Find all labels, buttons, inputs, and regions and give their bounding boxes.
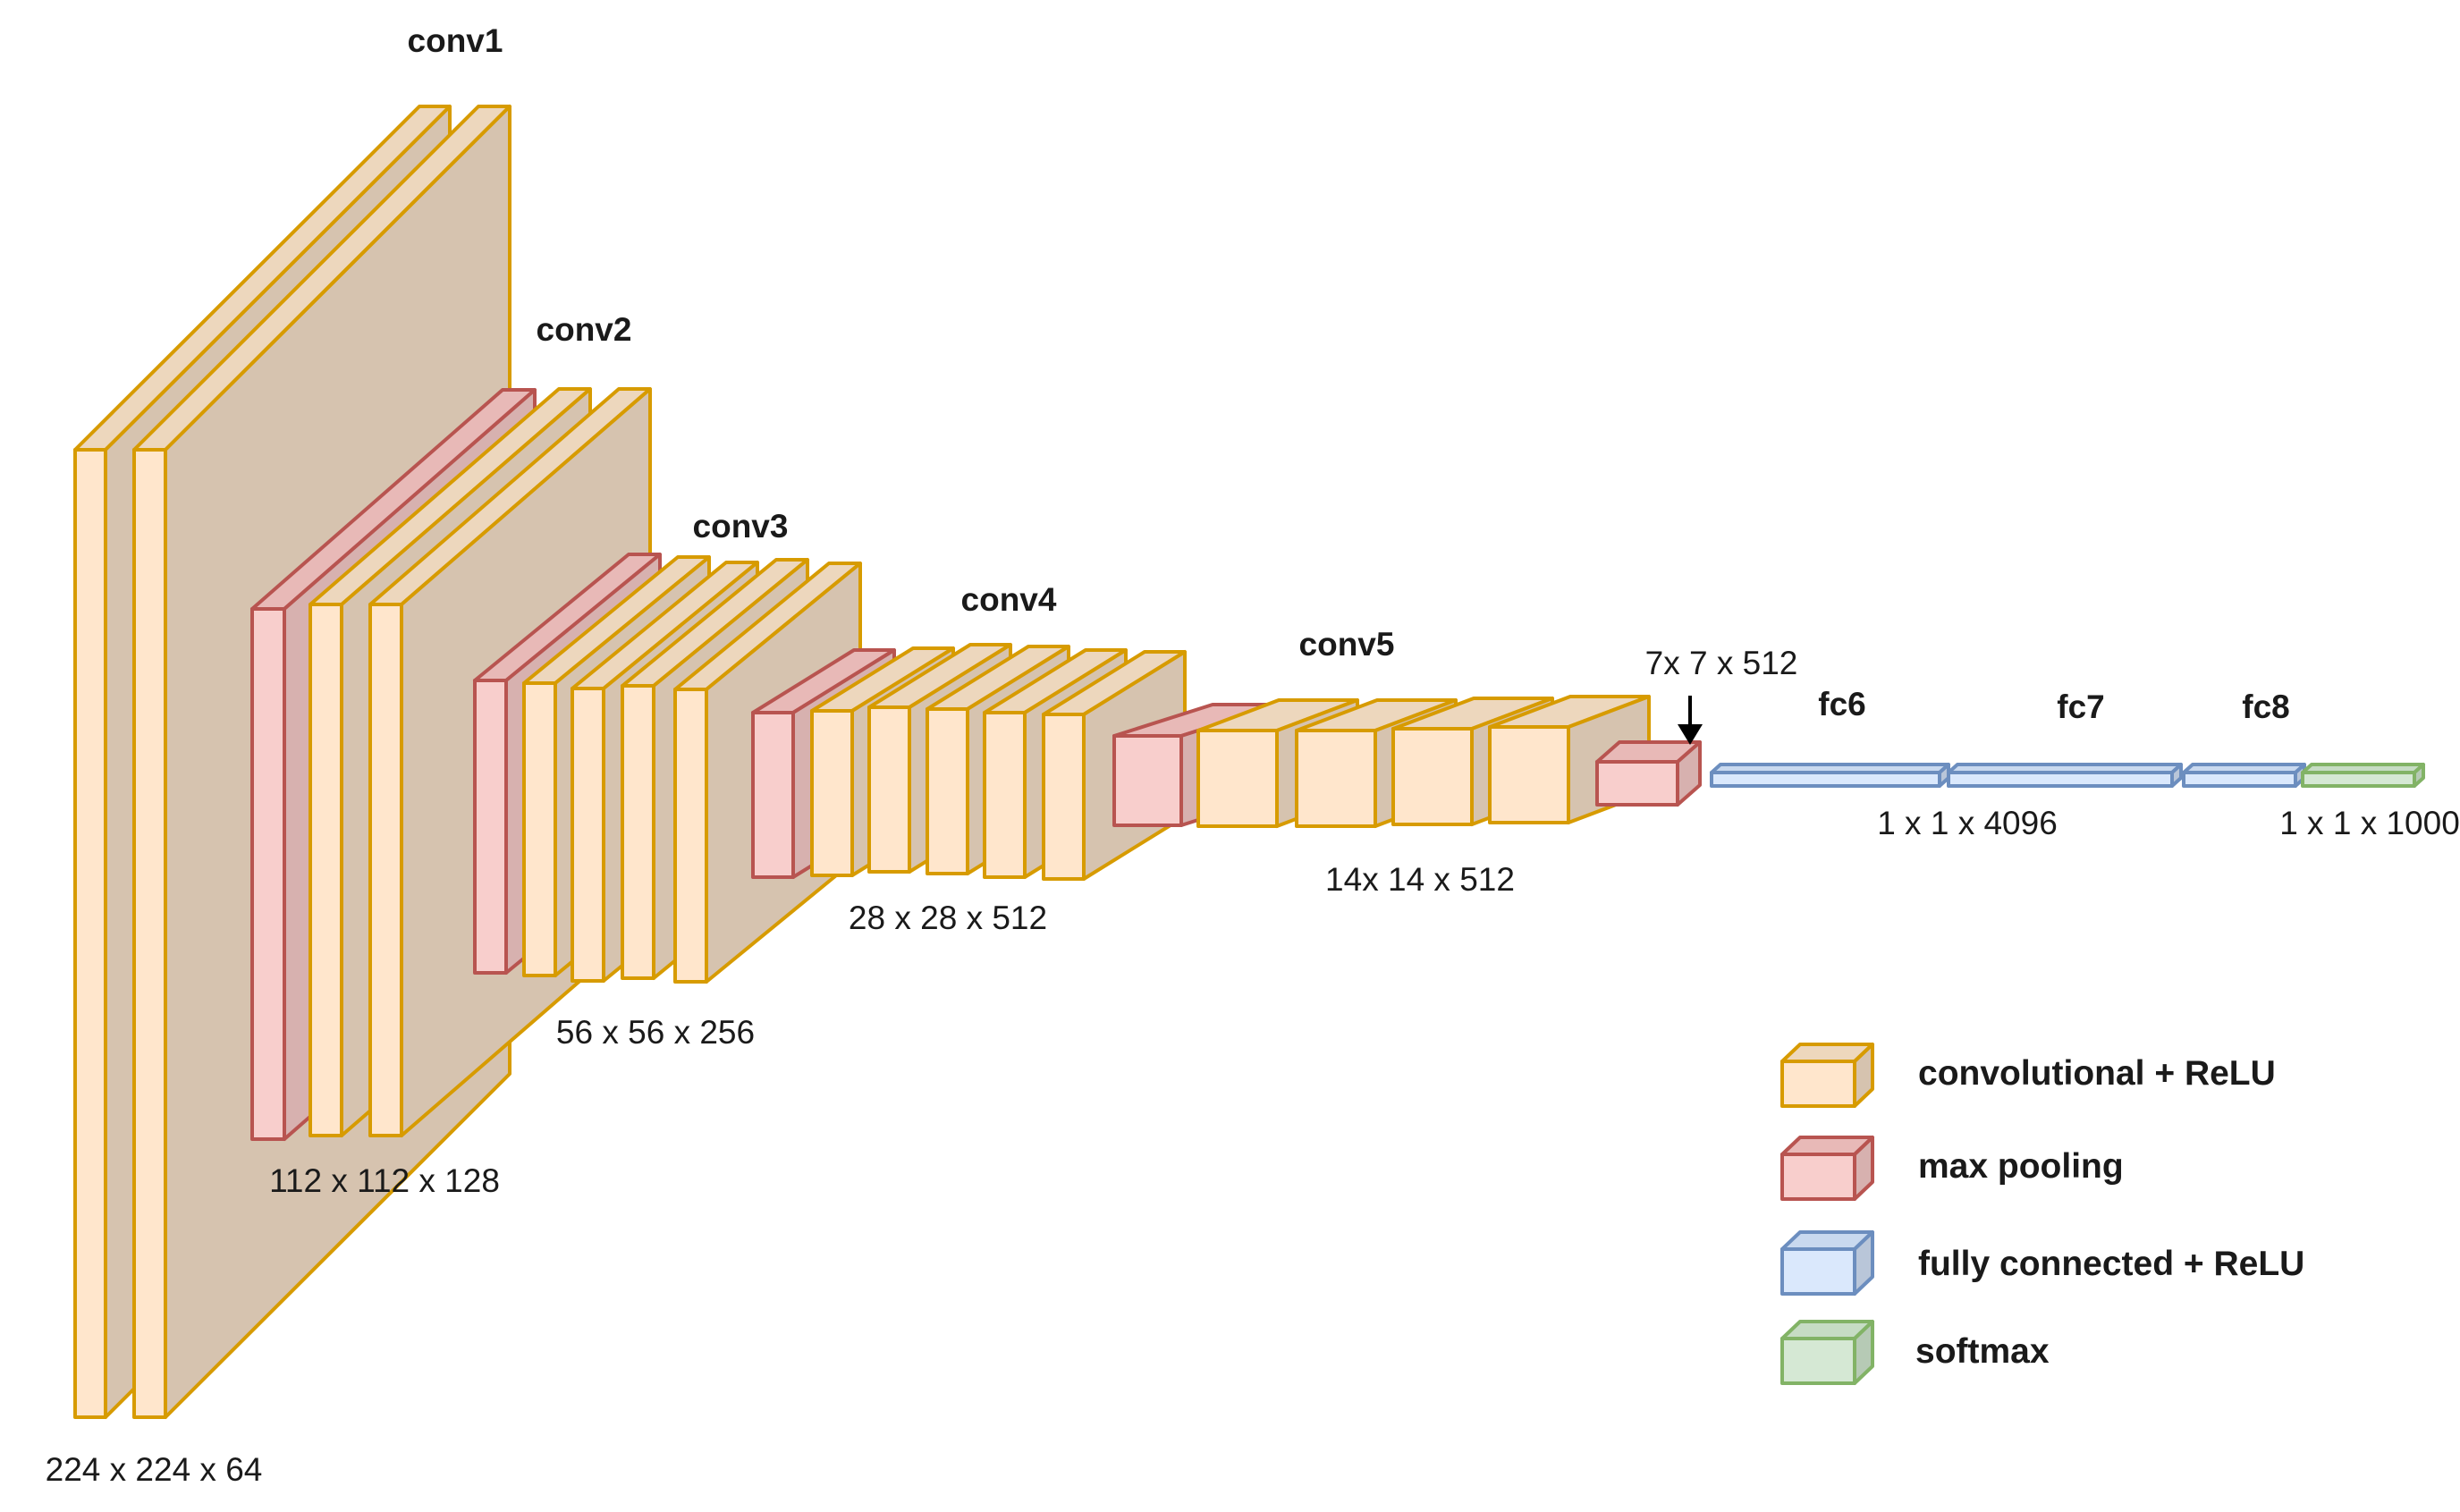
conv1-block-1-front [73,448,107,1419]
softmax-block [2301,763,2425,788]
dim-224x224x64: 224 x 224 x 64 [45,1451,263,1488]
conv4-block-1-front [810,709,854,877]
label-conv5: conv5 [1298,626,1395,663]
label-conv4: conv4 [960,581,1057,618]
conv3-block-4-front [673,688,708,984]
dim-7x7x512: 7x 7 x 512 [1644,645,1798,681]
conv2-block-2-front [368,603,403,1137]
pool5-block-front [1595,760,1679,807]
dim-14x14x512: 14x 14 x 512 [1325,861,1515,898]
pool1-block-front [250,607,286,1141]
dim-1x1x4096: 1 x 1 x 4096 [1877,805,2058,841]
label-conv2: conv2 [536,311,632,348]
label-conv1: conv1 [407,22,503,59]
legend-label-pool: max pooling [1918,1147,2124,1186]
fc7-block-front [1947,771,2174,788]
label-fc6: fc6 [1818,686,1866,722]
legend-swatch-softmax-front [1780,1337,1856,1385]
conv3-block-3-front [621,684,655,980]
softmax-block-front [2301,771,2416,788]
label-fc7: fc7 [2057,688,2105,725]
fc8-block-front [2182,771,2297,788]
fc6-block-front [1710,771,1941,788]
conv5-block-4-front [1488,725,1570,824]
legend-label-softmax: softmax [1915,1332,2050,1371]
legend-swatch-fc-front [1780,1247,1856,1296]
legend-swatch-fc [1780,1230,1874,1296]
pool5-pointer-arrow [1678,696,1703,745]
fc7-block [1947,763,2183,788]
conv1-block-2-front [132,448,167,1419]
pool3-block-front [751,711,795,879]
conv4-block-5-front [1042,713,1086,881]
legend-label-conv: convolutional + ReLU [1918,1054,2276,1093]
legend-swatch-conv [1780,1043,1874,1108]
pool4-block-front [1112,734,1183,827]
conv4-block-3-front [926,707,969,875]
conv5-block-3-front [1391,727,1474,826]
dim-1x1x1000: 1 x 1 x 1000 [2279,805,2460,841]
pool2-block-front [473,679,508,975]
label-fc8: fc8 [2242,688,2290,725]
legend-swatch-pool [1780,1136,1874,1201]
legend-swatch-conv-front [1780,1060,1856,1108]
conv3-block-2-front [571,687,605,983]
conv4-block-4-front [983,711,1027,879]
arrow-head [1678,724,1703,745]
dim-56x56x256: 56 x 56 x 256 [555,1014,756,1051]
conv5-block-1-front [1196,729,1279,828]
label-conv3: conv3 [692,508,789,545]
fc8-block [2182,763,2306,788]
fc6-block [1710,763,1950,788]
dim-112x112x128: 112 x 112 x 128 [269,1162,500,1199]
conv2-block-1-front [309,603,343,1137]
conv3-block-1-front [522,681,557,977]
conv4-block-2-front [867,705,911,874]
conv5-block-2-front [1295,729,1377,828]
pool5-block [1595,740,1702,807]
dim-28x28x512: 28 x 28 x 512 [848,900,1048,936]
legend-swatch-softmax [1780,1320,1874,1385]
legend-swatch-pool-front [1780,1153,1856,1201]
legend-label-fc: fully connected + ReLU [1918,1245,2305,1283]
